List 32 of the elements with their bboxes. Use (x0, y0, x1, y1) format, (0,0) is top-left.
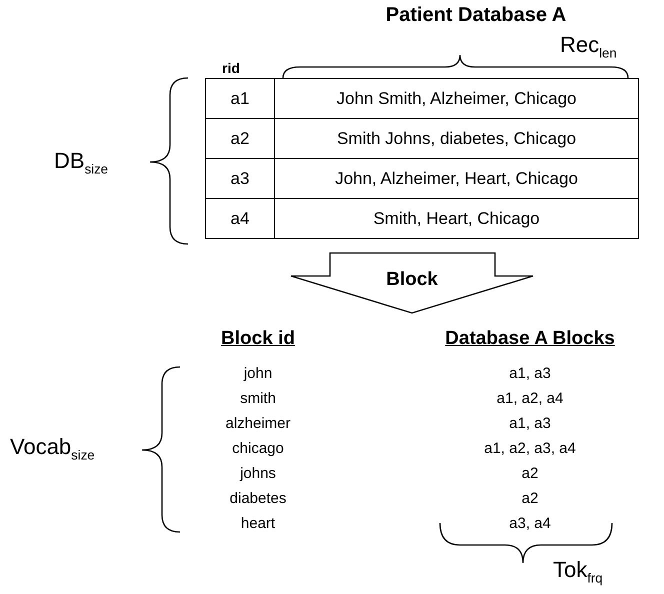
record-cell: Smith Johns, diabetes, Chicago (274, 118, 638, 158)
column-header: Block id (221, 328, 295, 350)
block-id: chicago (232, 440, 284, 458)
record-cell: Smith, Heart, Chicago (274, 198, 638, 238)
record-list: a2 (522, 465, 538, 482)
block-id: heart (240, 515, 276, 532)
block-id: smith (240, 390, 276, 408)
block-id: alzheimer (225, 415, 291, 432)
record-cell: John Smith, Alzheimer, Chicago (274, 78, 638, 118)
record-id-cell: a2 (206, 118, 274, 158)
brace-label: Tok$_{frq}$ (553, 557, 603, 586)
column-header: Database A Blocks (445, 328, 615, 350)
record-id-cell: a1 (206, 78, 274, 118)
brace-label: Rec$_{len}$ (560, 32, 617, 61)
arrow-label: Block (386, 269, 438, 291)
record-list: a1, a3 (509, 365, 551, 382)
block-arrow (290, 252, 534, 314)
record-cell: John, Alzheimer, Heart, Chicago (274, 158, 638, 198)
record-id-cell: a3 (206, 158, 274, 198)
record-list: a1, a2, a3, a4 (484, 440, 576, 458)
block-id: diabetes (230, 490, 286, 508)
brace-label: Vocab$_{size}$ (10, 434, 95, 463)
diagram-title: Patient Database A (386, 4, 566, 27)
record-list: a3, a4 (509, 515, 551, 532)
brace-label: DB$_{size}$ (54, 148, 108, 177)
block-id: john (244, 365, 272, 382)
column-header: rid (222, 60, 240, 76)
record-list: a2 (522, 490, 538, 508)
record-list: a1, a3 (509, 415, 551, 432)
record-list: a1, a2, a4 (496, 390, 564, 408)
block-id: johns (240, 465, 276, 482)
record-id-cell: a4 (206, 198, 274, 238)
